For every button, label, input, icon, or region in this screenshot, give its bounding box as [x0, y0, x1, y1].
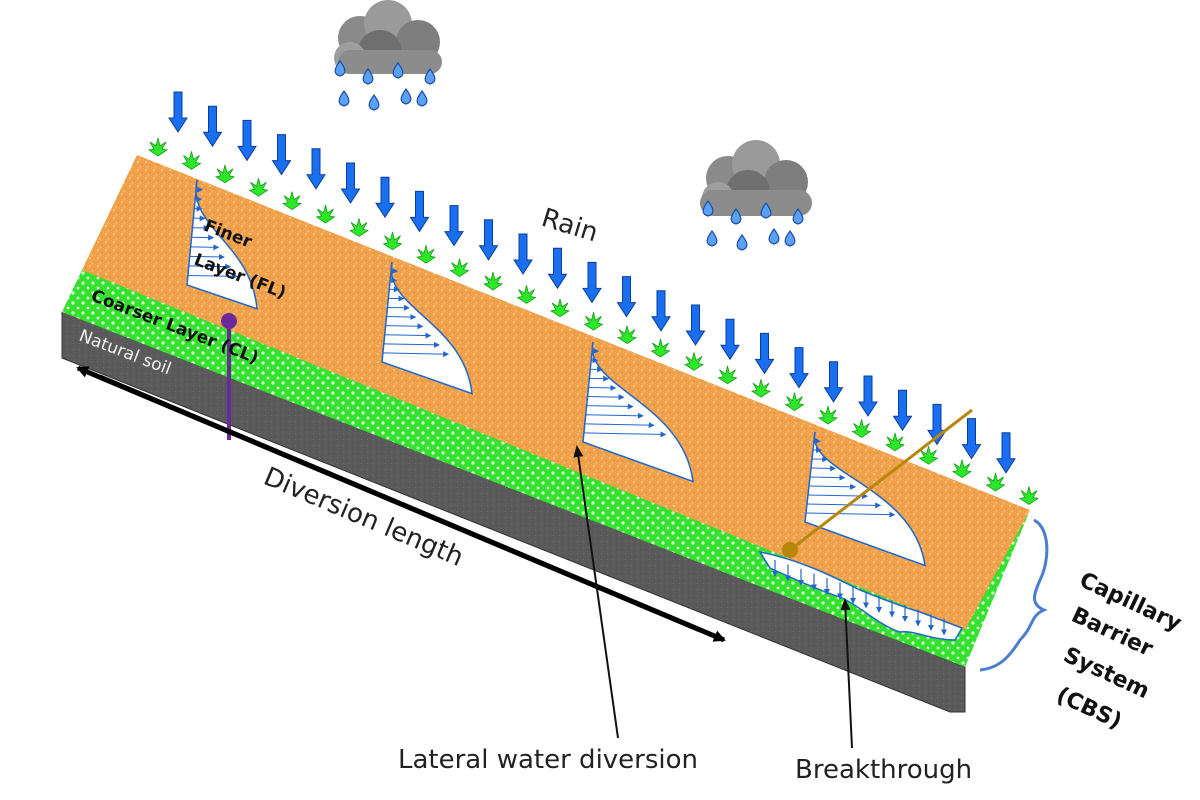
rain-arrow-icon — [720, 318, 740, 361]
rain-label: Rain — [538, 203, 601, 248]
rain-arrow-icon — [858, 375, 878, 417]
raindrop-icon — [334, 59, 436, 111]
rain-arrow-icon — [582, 261, 602, 304]
plant-icon — [214, 164, 236, 184]
plant-icon — [147, 137, 169, 157]
plant-icon — [717, 365, 738, 385]
plant-icon — [549, 298, 571, 318]
breakthrough-pointer — [840, 598, 853, 749]
rain-arrow-icon — [685, 304, 706, 346]
rain-arrow-icon — [237, 119, 257, 162]
plant-icon — [951, 459, 973, 479]
plant-icon — [1018, 486, 1040, 505]
plant-icon — [616, 325, 638, 345]
plant-icon — [449, 258, 470, 278]
rain-arrow-icon — [892, 389, 913, 432]
plant-icon — [248, 178, 269, 197]
plant-icon — [348, 218, 370, 237]
rain-arrow-icon — [375, 176, 395, 219]
rain-arrow-icon — [271, 134, 292, 176]
plant-icon — [918, 446, 939, 465]
plant-icon — [315, 204, 336, 224]
flow-profiles — [186, 179, 926, 567]
breakthrough-zone — [758, 550, 964, 641]
purple-probe-tip — [221, 313, 237, 329]
plant-icon — [683, 352, 705, 371]
cbs-brace — [979, 518, 1049, 672]
plant-icon — [650, 338, 671, 358]
breakthrough-label: Breakthrough — [795, 755, 972, 785]
rain-arrow-icon — [823, 361, 844, 403]
rain-arrow-icon — [996, 432, 1016, 474]
plant-icon — [750, 379, 772, 398]
rain-arrow-icon — [340, 162, 361, 204]
diversion-length-arrow-tip — [99, 374, 726, 643]
lateral-diversion-pointer — [573, 445, 619, 739]
rain-arrow-icon — [202, 105, 223, 148]
brown-probe-tip — [782, 542, 798, 558]
rain-arrow-icon — [754, 332, 775, 375]
rain-arrow-icon — [306, 148, 326, 190]
rain-arrow-icon — [478, 219, 499, 261]
rain-arrow-icon — [513, 233, 533, 275]
plant-icon — [415, 245, 437, 264]
breakthrough-arrows — [772, 560, 947, 636]
plant-icon — [516, 285, 537, 304]
rain-arrow-icon — [616, 276, 637, 318]
plant-icon — [784, 392, 805, 412]
rain-arrow-icon — [409, 190, 430, 233]
plant-icon — [851, 419, 872, 438]
rain-arrow-icon — [444, 205, 464, 247]
plant-icon — [884, 432, 906, 452]
plant-icon — [817, 405, 839, 425]
plant-icon — [281, 191, 303, 211]
plant-icon — [583, 312, 604, 331]
plant-icon — [482, 271, 504, 291]
rain-arrow-icon — [789, 347, 809, 389]
lateral-water-diversion-label: Lateral water diversion — [398, 745, 698, 775]
rain-arrow-icon — [651, 290, 671, 332]
plant-icon — [985, 472, 1006, 492]
rain-arrow-icon — [547, 247, 568, 290]
brown-probe — [789, 408, 973, 552]
plants — [147, 137, 1040, 505]
cloud-icon — [334, 0, 442, 74]
raindrop-icon — [702, 199, 804, 251]
rain-arrow-icon — [168, 91, 188, 133]
plant-icon — [382, 231, 403, 251]
plant-icon — [181, 151, 202, 170]
rain-arrow-icon — [961, 418, 982, 460]
cloud-icon — [700, 140, 812, 216]
finer-layer — [82, 155, 1030, 630]
